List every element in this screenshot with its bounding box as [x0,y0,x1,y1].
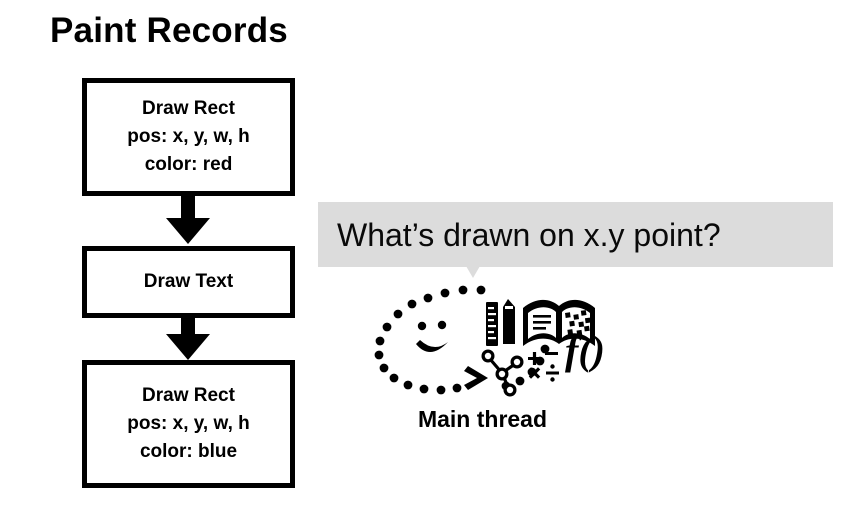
ruler-icon [486,302,498,346]
page-title: Paint Records [50,11,288,50]
chevron-arrow-icon [464,366,488,390]
paint-record-box-draw-rect-red: Draw Rect pos: x, y, w, h color: red [82,78,295,196]
tree-graph-icon [481,349,524,397]
pencil-icon [503,299,515,344]
speech-bubble-tail-icon [466,266,480,278]
arrow-head-icon [166,218,210,244]
arrow-stem [181,318,195,336]
smiley-face-icon [416,320,448,353]
flow-arrow-down-2 [166,318,210,360]
arrow-head-icon [166,334,210,360]
record-line: Draw Rect [142,385,235,407]
speech-bubble: What’s drawn on x.y point? [318,202,833,267]
paint-record-box-draw-rect-blue: Draw Rect pos: x, y, w, h color: blue [82,360,295,488]
main-thread-illustration: f() [360,282,605,402]
record-line: Draw Rect [142,98,235,120]
arrow-stem [181,196,195,220]
paint-record-box-draw-text: Draw Text [82,246,295,318]
record-line: pos: x, y, w, h [127,126,250,148]
record-line: Draw Text [143,271,234,293]
svg-text:f(): f() [565,328,605,373]
dotted-loop-icon [374,285,550,395]
open-book-icon [523,299,595,346]
math-symbols-icon [528,352,559,382]
record-line: color: red [144,153,233,175]
main-thread-label: Main thread [417,406,548,432]
function-notation-icon: f() [565,328,605,373]
flow-arrow-down-1 [166,196,210,246]
record-line: color: blue [139,440,238,462]
record-line: pos: x, y, w, h [127,413,250,435]
speech-bubble-text: What’s drawn on x.y point? [337,216,721,253]
